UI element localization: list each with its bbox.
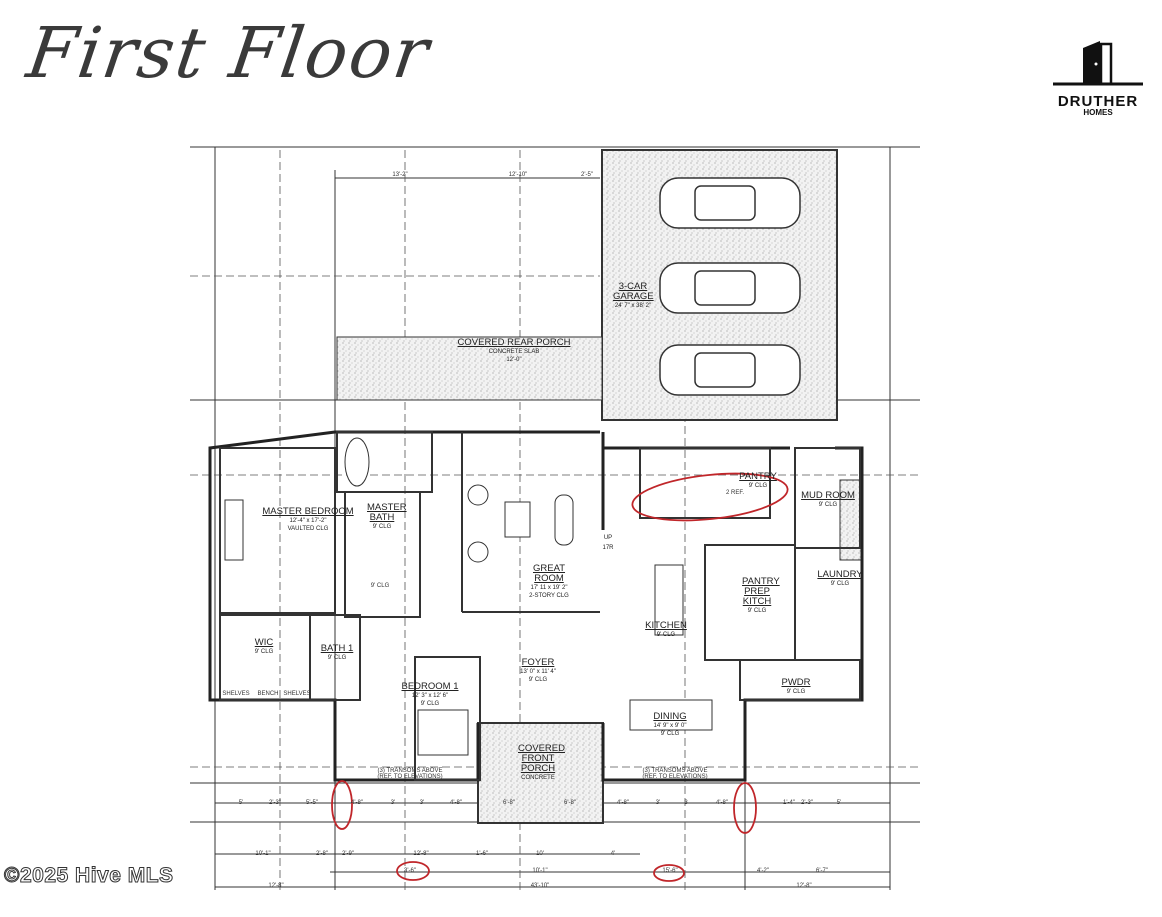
- dim-row1: 5'-5": [306, 800, 318, 806]
- dim-row4: 12'-8": [268, 883, 284, 889]
- dim-top: 2'-5": [581, 172, 593, 178]
- dim-row1: 4'-8": [716, 800, 728, 806]
- dim-row2: 4': [610, 851, 616, 857]
- dim-row2: 2'-8": [316, 851, 328, 857]
- dim-row1: 4'-8": [617, 800, 629, 806]
- dim-row1: 5': [238, 800, 244, 806]
- shelves-right: SHELVES: [283, 691, 311, 697]
- logo-name: DRUTHER: [1057, 93, 1139, 110]
- dim-row1: 2'-3": [801, 800, 813, 806]
- dim-row2: 10'-1": [255, 851, 271, 857]
- dim-row3-circled: 3'-6": [404, 868, 416, 874]
- stairs-note: UP 17R: [602, 535, 614, 551]
- dim-row3: 10'-1": [532, 868, 548, 874]
- dim-row2: 2'-9": [342, 851, 354, 857]
- dim-row4: 43'-10": [530, 883, 550, 889]
- front-porch-slab: [477, 722, 604, 824]
- dim-row1: 2'-3": [269, 800, 281, 806]
- bench-label: BENCH: [257, 691, 279, 697]
- dim-row1: 3: [684, 800, 688, 806]
- dim-row1: 4'-8": [450, 800, 462, 806]
- dim-top: 12'-10": [508, 172, 528, 178]
- ref-note: 2 REF.: [725, 490, 745, 496]
- druther-homes-logo: DRUTHER HOMES: [1048, 38, 1148, 117]
- red-annotation-marks: [331, 472, 789, 882]
- dim-row1: 3': [655, 800, 661, 806]
- dim-row4: 12'-8": [796, 883, 812, 889]
- dim-row1: 6'-8": [564, 800, 576, 806]
- dim-row1: 4'-8": [351, 800, 363, 806]
- rear-porch-slab: [336, 336, 603, 401]
- closet-ceiling: 9' CLG: [370, 583, 390, 589]
- dim-row3: 6'-7": [816, 868, 828, 874]
- dim-row2: 10': [536, 851, 544, 857]
- dim-row1: 3': [419, 800, 425, 806]
- dim-row1: 6'-8": [503, 800, 515, 806]
- door-logo-icon: [1053, 41, 1143, 86]
- shelves-left: SHELVES: [222, 691, 250, 697]
- transoms-note-left: (3) TRANSOMS ABOVE(REF. TO ELEVATIONS): [377, 768, 443, 780]
- logo-sub: HOMES: [1083, 108, 1113, 117]
- dim-row1: 1'-4": [783, 800, 795, 806]
- dim-top: 13'-2": [392, 172, 408, 178]
- transoms-note-right: (3) TRANSOMS ABOVE(REF. TO ELEVATIONS): [642, 768, 708, 780]
- bathtub: [344, 437, 370, 487]
- dim-row3-circled: 15'-6": [662, 868, 678, 874]
- mls-watermark: ©2025 Hive MLS: [4, 864, 174, 888]
- dim-row1: 3': [390, 800, 396, 806]
- dim-row3: 4'-2": [757, 868, 769, 874]
- dim-row2: 1'-6": [476, 851, 488, 857]
- dim-row2: 12'-8": [413, 851, 429, 857]
- dim-row1: 5': [836, 800, 842, 806]
